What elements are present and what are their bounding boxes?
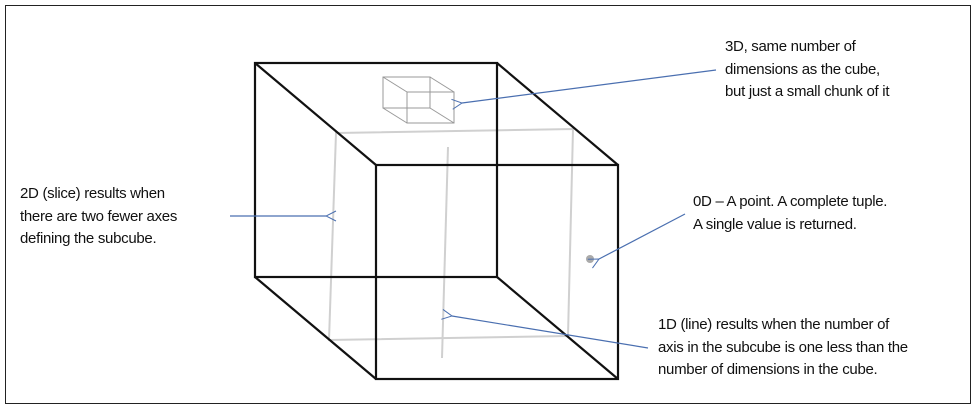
label-0d-line: 0D – A point. A complete tuple.: [693, 193, 888, 210]
label-3d: 3D, same number of dimensions as the cub…: [725, 36, 889, 104]
arrow-3d: [462, 69, 717, 103]
arrow-1d: [452, 316, 649, 349]
subcube-3d: [382, 76, 455, 124]
label-0d: 0D – A point. A complete tuple. A single…: [693, 191, 887, 236]
line-1d: [441, 146, 449, 359]
label-1d-line: 1D (line) results when the number of: [658, 316, 889, 333]
label-1d-line: number of dimensions in the cube.: [658, 361, 878, 378]
slice-plane: [327, 127, 575, 342]
label-3d-line: 3D, same number of: [725, 38, 856, 55]
diagram-frame: [5, 5, 971, 404]
arrow-0d: [599, 213, 686, 259]
arrows: [230, 69, 717, 349]
label-0d-line: A single value is returned.: [693, 215, 857, 233]
label-2d-line: defining the subcube.: [20, 230, 157, 247]
label-1d: 1D (line) results when the number of axi…: [658, 314, 908, 382]
label-2d-line: 2D (slice) results when: [20, 185, 165, 202]
cube: [253, 61, 620, 381]
label-3d-line: dimensions as the cube,: [725, 60, 880, 78]
point-0d: [586, 255, 594, 263]
label-2d-line: there are two fewer axes: [20, 207, 178, 225]
label-2d: 2D (slice) results when there are two fe…: [20, 183, 177, 251]
label-1d-line: axis in the subcube is one less than the: [658, 338, 908, 356]
label-3d-line: but just a small chunk of it: [725, 83, 890, 100]
